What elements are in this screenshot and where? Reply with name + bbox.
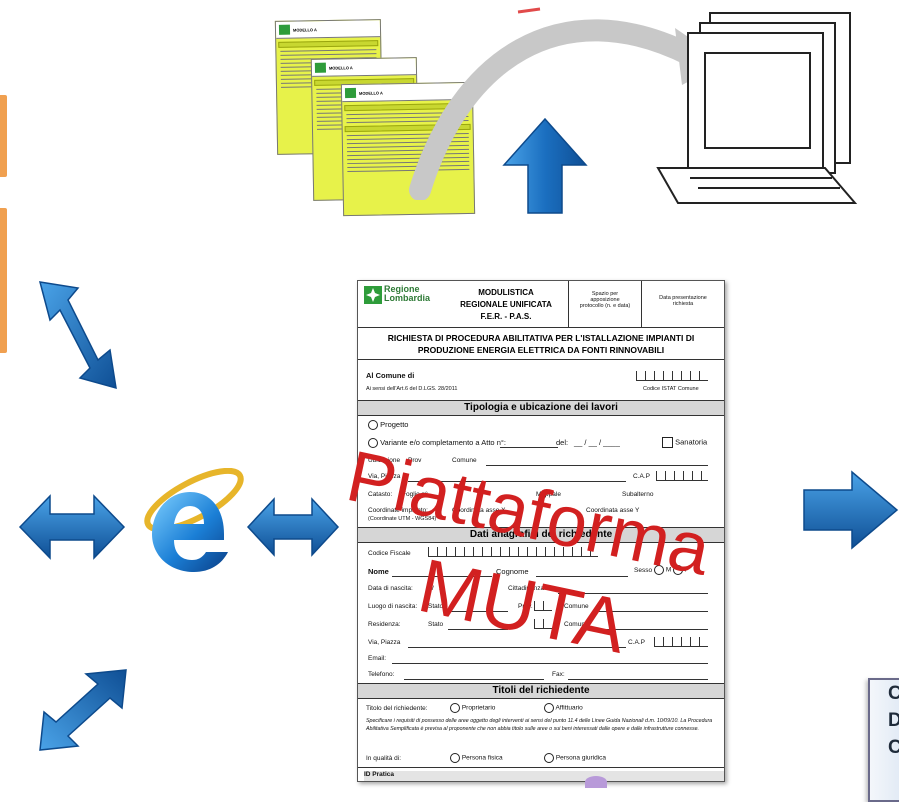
region-logo-icon <box>364 286 382 304</box>
ai-sensi-label: Ai sensi dell'Art.6 del D.LGS. 28/2011 <box>366 386 458 392</box>
protocol-box: Spazio per apposizione protocollo (n. e … <box>568 281 642 327</box>
cap2-field[interactable] <box>654 637 708 647</box>
email-label: Email: <box>368 655 387 662</box>
cap-label: C.A.P <box>633 473 650 480</box>
stato2-label: Stato <box>428 621 444 628</box>
istat-code-field[interactable] <box>636 371 708 381</box>
via-piazza-label: Via, Piazza <box>368 473 401 480</box>
proprietario-radio[interactable] <box>450 703 460 713</box>
variante-label: Variante e/o completamento a Atto n°: <box>380 438 506 447</box>
comune2-label: Comune <box>564 603 589 610</box>
sesso-label: Sesso <box>634 567 653 574</box>
codice-istat-label: Codice ISTAT Comune <box>643 386 699 392</box>
persona-giuridica-label: Persona giuridica <box>555 754 607 762</box>
stato-label: Stato <box>428 603 444 610</box>
catasto-label: Catasto: <box>368 491 393 498</box>
codice-fiscale-field[interactable] <box>428 547 598 557</box>
side-letter-3: C <box>888 737 899 758</box>
section-titoli: Titoli del richiedente <box>358 683 724 699</box>
progetto-radio[interactable] <box>368 420 378 431</box>
data-nascita-label: Data di nascita: <box>368 585 413 592</box>
requisiti-note: Specificare i requisiti di possesso dell… <box>366 718 713 732</box>
region-logo-text: Regione Lombardia <box>384 284 431 303</box>
affittuario-radio[interactable] <box>544 703 554 713</box>
coordinate-label: Coordinate impianto: <box>368 507 428 514</box>
luogo-nascita-label: Luogo di nascita: <box>368 603 418 610</box>
side-tab-lower <box>0 208 7 353</box>
sanatoria-label: Sanatoria <box>675 437 708 447</box>
comune3-label: Comune <box>564 621 589 628</box>
comune-label: Comune <box>452 457 477 464</box>
computer-terminal-icon <box>656 12 858 204</box>
variante-radio[interactable] <box>368 438 378 449</box>
cap-field[interactable] <box>656 471 708 481</box>
affittuario-label: Affittuario <box>555 704 583 712</box>
subalterno-label: Subalterno <box>622 491 654 498</box>
cittadinanza-label: Cittadinanza: <box>508 585 546 592</box>
persona-fisica-label: Persona fisica <box>461 754 503 762</box>
sesso-m-radio[interactable] <box>654 565 664 575</box>
arrow-left-right-icon-2 <box>246 497 340 557</box>
prov-field-2[interactable] <box>534 619 552 629</box>
section-anagrafici: Dati anagrafici del richiedente <box>358 527 724 543</box>
side-letter-2: D <box>888 710 899 731</box>
persona-giuridica-radio[interactable] <box>544 753 554 763</box>
prov2-label: Prov. <box>518 603 533 610</box>
section-tipologia: Tipologia e ubicazione dei lavori <box>358 400 724 416</box>
id-pratica-label: ID Pratica <box>364 771 724 781</box>
codice-fiscale-label: Codice Fiscale <box>368 550 411 557</box>
progetto-label: Progetto <box>380 420 409 429</box>
del-label: del: <box>556 438 569 447</box>
arrow-diagonal-icon-2 <box>39 669 127 751</box>
side-letter-1: C <box>888 683 899 704</box>
sesso-f-radio[interactable] <box>673 565 684 575</box>
arrow-left-right-icon <box>18 494 126 560</box>
al-comune-label: Al Comune di <box>366 371 415 380</box>
titolo-label: Titolo del richiedente: <box>366 705 428 712</box>
in-qualita-label: In qualità di: <box>366 755 402 762</box>
decorative-shape <box>585 776 607 788</box>
prov-label: Prov <box>408 457 422 464</box>
arrow-up-icon <box>502 117 588 214</box>
fax-label: Fax: <box>552 671 565 678</box>
persona-fisica-radio[interactable] <box>450 753 460 763</box>
mappale-label: Mappale <box>536 491 561 498</box>
coordinate-sub-label: (Coordinate UTM - WGS84) <box>368 516 437 522</box>
coordinata-x-label: Coordinata asse X <box>452 507 506 514</box>
side-tab-upper <box>0 95 7 177</box>
foglio-label: Foglio n° <box>402 491 428 498</box>
date-box: Data presentazione richiesta <box>659 295 707 307</box>
telefono-label: Telefono: <box>368 671 395 678</box>
form-main-title: RICHIESTA DI PROCEDURA ABILITATIVA PER L… <box>387 333 695 355</box>
ubicazione-label: Ubicazione <box>368 457 401 464</box>
sanatoria-checkbox[interactable] <box>662 437 673 448</box>
cognome-label: Cognome <box>496 567 529 576</box>
residenza-label: Residenza: <box>368 621 401 628</box>
coordinata-y-label: Coordinata asse Y <box>586 507 640 514</box>
cap2-label: C.A.P <box>628 639 645 646</box>
via-piazza2-label: Via, Piazza <box>368 639 401 646</box>
proprietario-label: Proprietario <box>461 704 496 712</box>
arrow-right-icon <box>803 470 899 550</box>
internet-explorer-icon <box>144 468 244 572</box>
side-info-box: C D C <box>868 678 899 802</box>
main-form: Regione Lombardia MODULISTICA REGIONALE … <box>357 280 725 782</box>
arrow-diagonal-icon <box>38 281 117 390</box>
prov-field[interactable] <box>534 601 552 611</box>
form-header: MODULISTICA REGIONALE UNIFICATA F.E.R. -… <box>460 288 552 321</box>
nome-label: Nome <box>368 567 389 576</box>
